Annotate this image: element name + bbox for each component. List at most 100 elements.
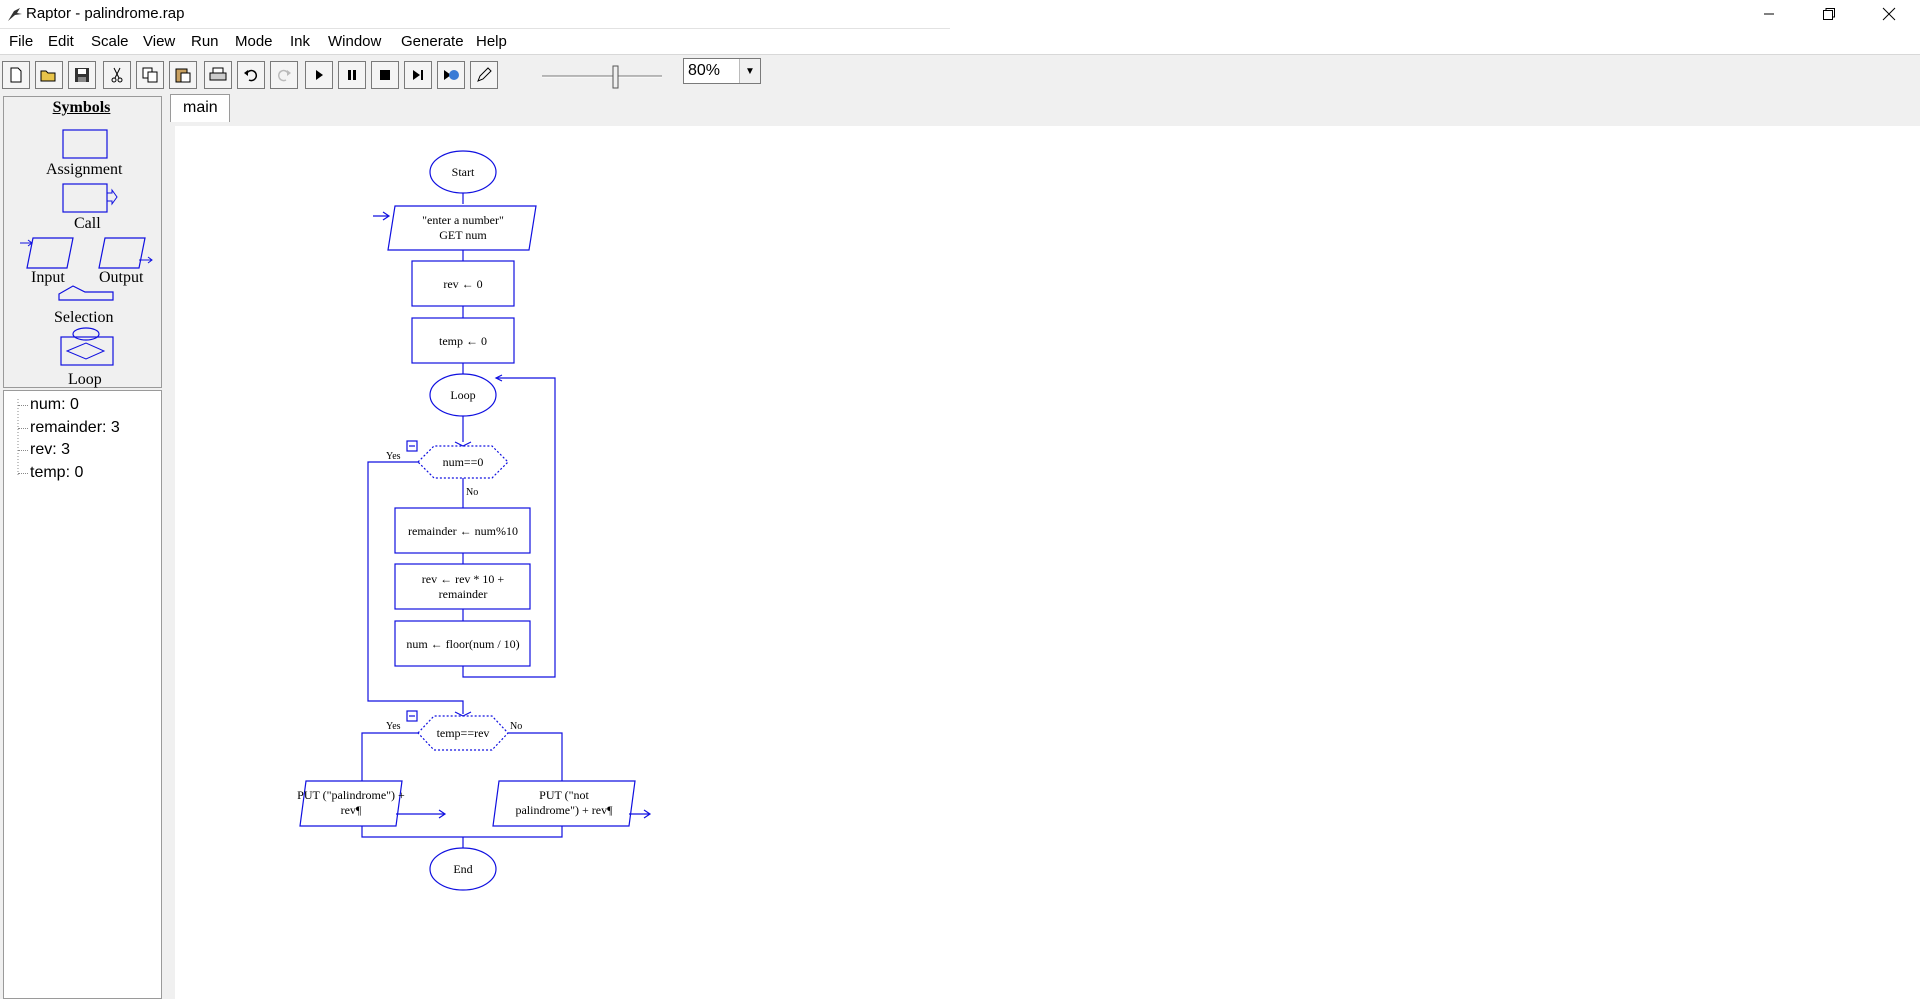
redo-icon (277, 69, 291, 82)
output-symbol[interactable] (98, 237, 153, 269)
pause-button[interactable] (338, 61, 366, 89)
close-button[interactable] (1860, 0, 1918, 28)
tab-main[interactable]: main (170, 94, 230, 122)
input-get-label: GET num (439, 228, 487, 242)
toolbar: 80% ▼ (0, 54, 1920, 95)
new-file-icon (10, 67, 22, 83)
variable-remainder[interactable]: remainder: 3 (30, 419, 120, 436)
tree-branch (18, 473, 28, 474)
restore-icon (1823, 8, 1835, 20)
slider-track-icon (542, 65, 662, 89)
tree-branch (18, 405, 28, 406)
menu-view[interactable]: View (143, 33, 176, 50)
print-icon (209, 67, 227, 81)
output-label: Output (99, 269, 144, 286)
print-button[interactable] (204, 61, 232, 89)
stmt-rev-b: remainder (439, 587, 488, 601)
play-icon (316, 70, 323, 80)
tree-branch (18, 428, 28, 429)
open-folder-icon (40, 70, 56, 82)
output-yes-b: rev¶ (341, 803, 362, 817)
tree-lines (17, 399, 19, 476)
save-button[interactable] (68, 61, 96, 89)
variables-panel: num: 0 remainder: 3 rev: 3 temp: 0 (3, 390, 162, 999)
variable-rev[interactable]: rev: 3 (30, 441, 71, 458)
new-button[interactable] (2, 61, 30, 89)
minimize-button[interactable] (1740, 0, 1798, 28)
step-button[interactable] (404, 61, 432, 89)
zoom-value: 80% (688, 62, 721, 79)
variable-temp[interactable]: temp: 0 (30, 464, 84, 481)
menu-generate[interactable]: Generate (401, 33, 464, 50)
tree-branch (18, 450, 28, 451)
pen-button[interactable] (470, 61, 498, 89)
pause-icon (348, 70, 356, 80)
menu-edit[interactable]: Edit (48, 33, 74, 50)
output-yes-a: PUT ("palindrome") + (297, 788, 405, 802)
stmt-remainder: remainder ← num%10 (408, 524, 518, 538)
stmt-num: num ← floor(num / 10) (406, 637, 519, 651)
loop-symbol[interactable] (60, 327, 114, 366)
assign-rev-label: rev ← 0 (443, 277, 482, 291)
paste-button[interactable] (169, 61, 197, 89)
menu-mode[interactable]: Mode (235, 33, 273, 50)
assignment-symbol[interactable] (62, 129, 108, 159)
loop-condition: num==0 (443, 455, 484, 469)
call-symbol[interactable] (62, 183, 118, 213)
step-into-button[interactable] (437, 61, 465, 89)
speed-slider[interactable] (532, 63, 672, 91)
step-icon (413, 70, 423, 80)
loop-yes-label: Yes (386, 451, 401, 462)
menu-help[interactable]: Help (476, 33, 507, 50)
flowchart-canvas[interactable]: Start "enter a number" GET num rev ← 0 t… (175, 126, 1920, 999)
step-into-icon (444, 70, 459, 80)
minimize-icon (1764, 13, 1774, 15)
tab-bar: main (166, 94, 1920, 122)
call-label: Call (74, 215, 101, 232)
save-icon (75, 68, 89, 82)
menu-scale[interactable]: Scale (91, 33, 129, 50)
undo-button[interactable] (237, 61, 265, 89)
zoom-select[interactable]: 80% ▼ (683, 58, 761, 84)
window-title: Raptor - palindrome.rap (26, 5, 185, 22)
menu-run[interactable]: Run (191, 33, 219, 50)
cut-button[interactable] (103, 61, 131, 89)
open-button[interactable] (35, 61, 63, 89)
chevron-down-icon[interactable]: ▼ (739, 59, 760, 83)
stmt-rev-a: rev ← rev * 10 + (422, 572, 505, 586)
symbols-graphics (20, 129, 153, 366)
stop-icon (380, 70, 390, 80)
input-box[interactable] (387, 205, 537, 251)
close-icon (1882, 7, 1896, 21)
menu-window[interactable]: Window (328, 33, 382, 50)
menu-bar: File Edit Scale View Run Mode Ink Window… (0, 28, 950, 55)
stop-button[interactable] (371, 61, 399, 89)
input-label: Input (31, 269, 65, 286)
title-bar: Raptor - palindrome.rap (0, 0, 1920, 28)
loop-label: Loop (450, 388, 475, 402)
paste-icon (175, 68, 191, 83)
redo-button[interactable] (270, 61, 298, 89)
variable-num[interactable]: num: 0 (30, 396, 79, 413)
run-button[interactable] (305, 61, 333, 89)
loop-no-label: No (466, 487, 478, 498)
flowchart: Start "enter a number" GET num rev ← 0 t… (297, 150, 652, 891)
end-label: End (453, 862, 472, 876)
output-no-a: PUT ("not (539, 788, 589, 802)
output-not-palindrome-box[interactable] (492, 780, 636, 827)
selection-symbol[interactable] (58, 285, 114, 301)
selection-label: Selection (54, 309, 114, 326)
copy-button[interactable] (136, 61, 164, 89)
pen-icon (477, 67, 492, 82)
input-symbol[interactable] (20, 237, 74, 269)
end-terminal[interactable] (429, 847, 497, 891)
selection-condition: temp==rev (437, 726, 490, 740)
menu-ink[interactable]: Ink (290, 33, 311, 50)
raptor-logo-icon (8, 8, 22, 21)
output-palindrome-box[interactable] (299, 780, 403, 827)
restore-button[interactable] (1800, 0, 1858, 28)
assignment-label: Assignment (46, 161, 123, 178)
canvas-frame: Start "enter a number" GET num rev ← 0 t… (166, 122, 1920, 999)
menu-file[interactable]: File (9, 33, 34, 50)
input-prompt-label: "enter a number" (422, 213, 504, 227)
